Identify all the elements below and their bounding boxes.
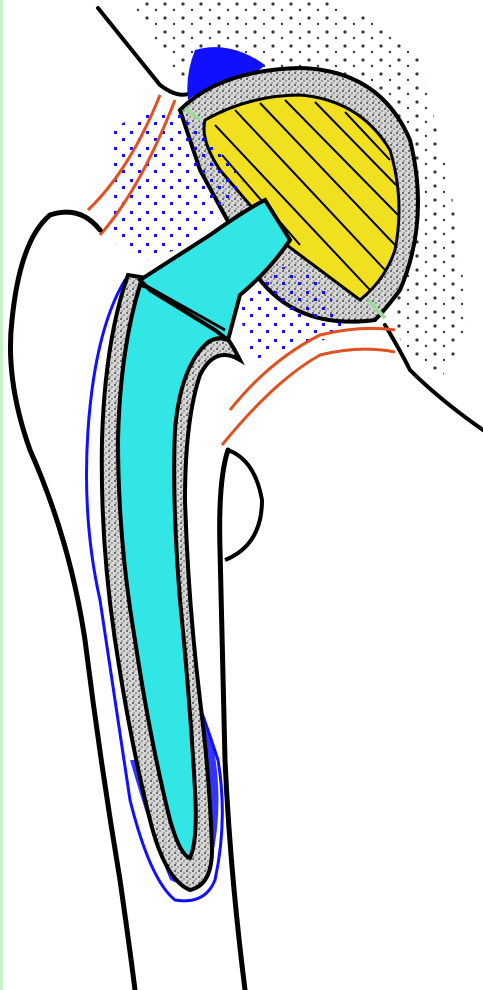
lesser-trochanter-outline <box>225 450 262 560</box>
capsule-line-lower-2 <box>222 349 395 445</box>
femur-inner-outline <box>220 450 245 990</box>
